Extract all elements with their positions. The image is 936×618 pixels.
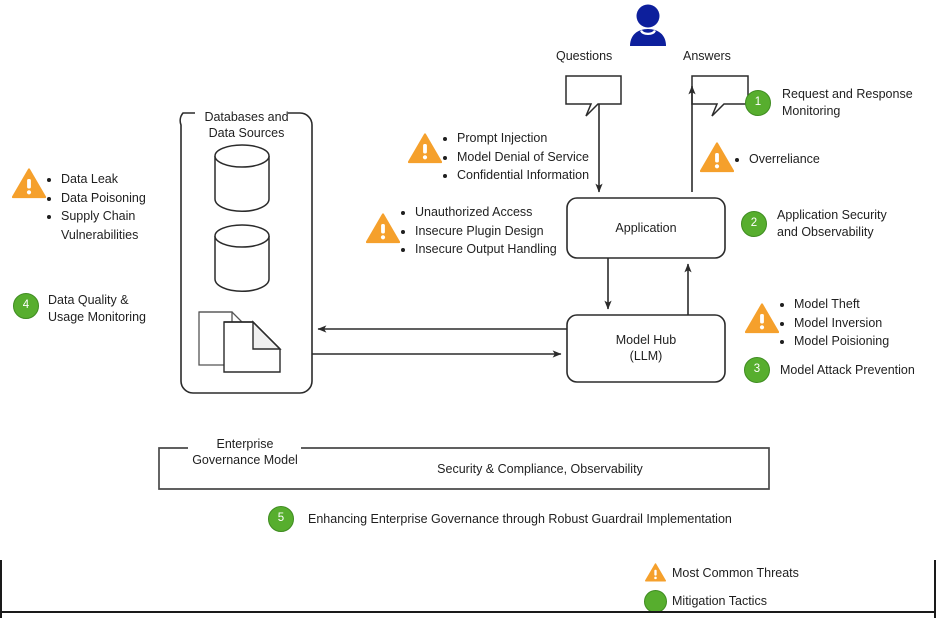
governance-title-line2: Governance Model bbox=[192, 453, 298, 467]
mitigation-2-label-line1: Application Security bbox=[777, 208, 887, 222]
threats-application-list: Unauthorized Access Insecure Plugin Desi… bbox=[402, 203, 557, 259]
mitigation-badge-1[interactable]: 1 bbox=[745, 90, 771, 116]
warning-triangle-icon bbox=[365, 213, 401, 244]
page-right-border bbox=[934, 560, 936, 618]
questions-label: Questions bbox=[556, 49, 613, 63]
governance-box bbox=[158, 447, 770, 490]
threat-item: Overreliance bbox=[749, 150, 820, 169]
mitigation-4-label-line2: Usage Monitoring bbox=[48, 309, 146, 324]
data-sources-container bbox=[179, 112, 313, 394]
database-cylinder-icon bbox=[214, 144, 270, 213]
threat-item: Confidential Information bbox=[457, 166, 589, 185]
model-hub-label-line2: (LLM) bbox=[629, 349, 663, 363]
threat-item: Data Poisoning bbox=[61, 189, 179, 208]
threat-item: Unauthorized Access bbox=[415, 203, 557, 222]
warning-triangle-icon bbox=[407, 133, 443, 164]
mitigation-4-label-line1: Data Quality & bbox=[48, 293, 129, 307]
model-hub-label-line1: Model Hub bbox=[615, 333, 677, 347]
mitigation-badge-2[interactable]: 2 bbox=[741, 211, 767, 237]
legend-label-threats: Most Common Threats bbox=[672, 566, 799, 580]
page-bottom-border bbox=[0, 611, 936, 613]
threat-item: Model Theft bbox=[794, 295, 889, 314]
answers-speech-bubble-icon bbox=[691, 75, 749, 117]
mitigation-3-label: Model Attack Prevention bbox=[780, 363, 915, 377]
application-node bbox=[566, 197, 726, 259]
database-cylinder-icon bbox=[214, 224, 270, 293]
warning-triangle-icon bbox=[645, 563, 666, 582]
documents-icon bbox=[198, 311, 282, 373]
threat-item: Insecure Output Handling bbox=[415, 240, 557, 259]
warning-triangle-icon bbox=[699, 142, 735, 173]
green-circle-icon bbox=[644, 590, 667, 613]
answers-label: Answers bbox=[683, 49, 731, 63]
threats-model-list: Model Theft Model Inversion Model Poisio… bbox=[781, 295, 889, 351]
mitigation-1-label-line1: Request and Response bbox=[782, 87, 913, 101]
mitigation-badge-3[interactable]: 3 bbox=[744, 357, 770, 383]
governance-body-label: Security & Compliance, Observability bbox=[437, 462, 643, 476]
mitigation-5-label: Enhancing Enterprise Governance through … bbox=[308, 512, 732, 526]
page-left-border bbox=[0, 560, 2, 618]
person-icon bbox=[630, 4, 666, 46]
mitigation-1-label-line2: Monitoring bbox=[782, 103, 841, 118]
threats-data-sources-list: Data Leak Data Poisoning Supply Chain Vu… bbox=[48, 170, 179, 244]
warning-triangle-icon bbox=[11, 168, 47, 199]
threat-item: Model Poisioning bbox=[794, 332, 889, 351]
threats-answers-list: Overreliance bbox=[736, 150, 820, 169]
model-hub-node bbox=[566, 314, 726, 383]
threat-item: Model Denial of Service bbox=[457, 148, 589, 167]
legend-label-mitigations: Mitigation Tactics bbox=[672, 594, 767, 608]
governance-title-line1: Enterprise bbox=[216, 437, 274, 451]
warning-triangle-icon bbox=[744, 303, 780, 334]
application-label: Application bbox=[615, 221, 677, 235]
threat-item: Data Leak bbox=[61, 170, 179, 189]
threat-item: Insecure Plugin Design bbox=[415, 222, 557, 241]
data-sources-title-line2: Data Sources bbox=[208, 126, 285, 140]
mitigation-badge-5[interactable]: 5 bbox=[268, 506, 294, 532]
data-sources-title-line1: Databases and bbox=[204, 110, 289, 124]
threat-item: Prompt Injection bbox=[457, 129, 589, 148]
mitigation-2-label-line2: and Observability bbox=[777, 224, 874, 239]
mitigation-badge-4[interactable]: 4 bbox=[13, 293, 39, 319]
threats-prompt-list: Prompt Injection Model Denial of Service… bbox=[444, 129, 589, 185]
threat-item: Model Inversion bbox=[794, 314, 889, 333]
threat-item: Supply Chain Vulnerabilities bbox=[61, 207, 179, 244]
questions-speech-bubble-icon bbox=[565, 75, 622, 117]
